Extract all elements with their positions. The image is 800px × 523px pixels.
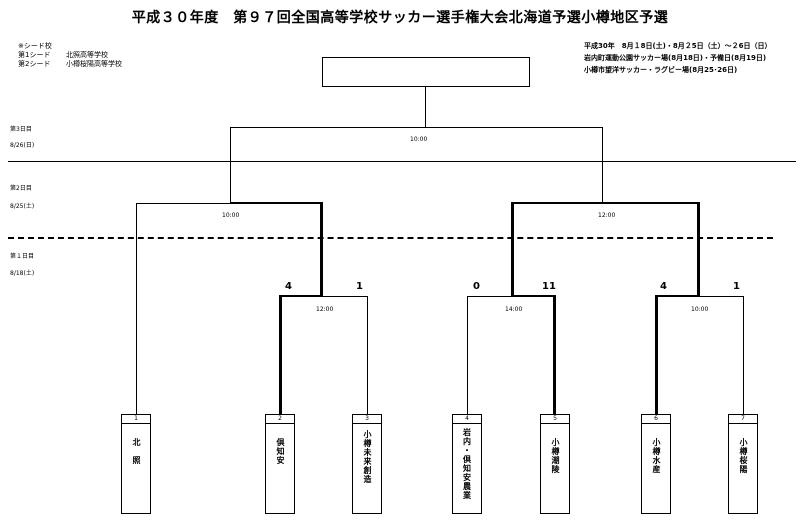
team-name: 小樽未来創造	[363, 430, 372, 484]
stage-day3: 第3日目	[10, 126, 32, 133]
page-title: 平成３０年度 第９７回全国高等学校サッカー選手権大会北海道予選小樽地区予選	[131, 10, 669, 26]
seed-school: 小樽桜陽高等学校	[66, 60, 122, 68]
bracket-line	[743, 296, 744, 415]
team-box: 4 岩内・倶知安農業	[452, 414, 482, 514]
stage-day2-date: 8/25(土)	[10, 203, 35, 210]
team-name: 小樽潮陵	[551, 438, 560, 474]
bracket-line-winner	[230, 202, 323, 204]
schedule-dates: 平成30年 8月１8日(土)・8月２5日（土）～２6日（日）	[584, 42, 772, 50]
bracket-line-winner	[320, 203, 323, 296]
bracket-line-winner	[511, 202, 700, 204]
team-name: 北 照	[132, 438, 141, 465]
winner-box	[322, 57, 530, 87]
team-box: 1 北 照	[121, 414, 151, 514]
bracket-line-winner	[553, 295, 556, 415]
schedule-info: 平成30年 8月１8日(土)・8月２5日（土）～２6日（日） 岩内町運動公園サッ…	[584, 42, 774, 78]
bracket-line	[367, 296, 368, 415]
seed-row: 第1シード 北照高等学校	[18, 51, 122, 60]
stage-day1: 第１日目	[10, 253, 35, 260]
team-name: 小樽水産	[652, 438, 661, 474]
match-time: 14:00	[505, 306, 523, 313]
match-time: 12:00	[598, 212, 616, 219]
team-number: 1	[122, 415, 150, 424]
seed-school: 北照高等学校	[66, 51, 108, 59]
venue-1: 岩内町運動公園サッカー場(8月18日)・予備日(8月19日)	[584, 54, 767, 62]
bracket-line	[230, 127, 603, 128]
separator-dashed-line	[8, 237, 773, 239]
stage-day3-date: 8/26(日)	[10, 142, 35, 149]
bracket-line	[467, 296, 513, 297]
score: 1	[733, 281, 740, 292]
team-box: 5 小樽潮陵	[540, 414, 570, 514]
match-time: 10:00	[222, 212, 240, 219]
bracket-line-winner	[655, 295, 700, 297]
team-box: 2 倶知安	[265, 414, 295, 514]
bracket-line-winner	[511, 295, 555, 297]
bracket-line	[425, 86, 426, 128]
team-box: 6 小樽水産	[641, 414, 671, 514]
bracket-line-winner	[279, 295, 282, 415]
team-box: 7 小樽桜陽	[728, 414, 758, 514]
separator-line	[8, 161, 796, 162]
team-name: 岩内・倶知安農業	[462, 428, 472, 500]
bracket-line-winner	[697, 202, 700, 296]
score: 4	[660, 281, 667, 292]
team-name: 倶知安	[276, 438, 285, 465]
seed-heading: ※シード校	[18, 42, 52, 50]
bracket-line	[602, 127, 603, 203]
team-number: 4	[453, 415, 481, 424]
bracket-line	[136, 203, 323, 204]
bracket-line	[698, 296, 744, 297]
match-time: 10:00	[410, 136, 428, 143]
seed-rank: 第1シード	[18, 51, 51, 59]
score: 0	[473, 281, 480, 292]
score: 11	[542, 281, 556, 292]
bracket-line	[467, 296, 468, 415]
stage-day1-date: 8/18(土)	[10, 270, 35, 277]
match-time: 10:00	[691, 306, 709, 313]
team-number: 6	[642, 415, 670, 424]
score: 1	[356, 281, 363, 292]
team-name: 小樽桜陽	[739, 438, 748, 474]
team-number: 3	[353, 415, 381, 424]
team-number: 7	[729, 415, 757, 424]
bracket-line-winner	[279, 295, 323, 297]
bracket-line	[322, 296, 368, 297]
team-number: 5	[541, 415, 569, 424]
stage-day2: 第2日目	[10, 185, 32, 192]
seed-row: 第2シード 小樽桜陽高等学校	[18, 60, 122, 69]
team-number: 2	[266, 415, 294, 424]
score: 4	[285, 281, 292, 292]
venue-2: 小樽市望洋サッカー・ラグビー場(8月25･26日)	[584, 66, 738, 74]
bracket-line	[136, 203, 137, 415]
team-box: 3 小樽未来創造	[352, 414, 382, 514]
bracket-line	[230, 127, 231, 203]
bracket-line-winner	[655, 295, 658, 415]
seed-list: ※シード校 第1シード 北照高等学校 第2シード 小樽桜陽高等学校	[18, 42, 122, 69]
match-time: 12:00	[316, 306, 334, 313]
seed-rank: 第2シード	[18, 60, 51, 68]
bracket-line-winner	[511, 202, 514, 296]
